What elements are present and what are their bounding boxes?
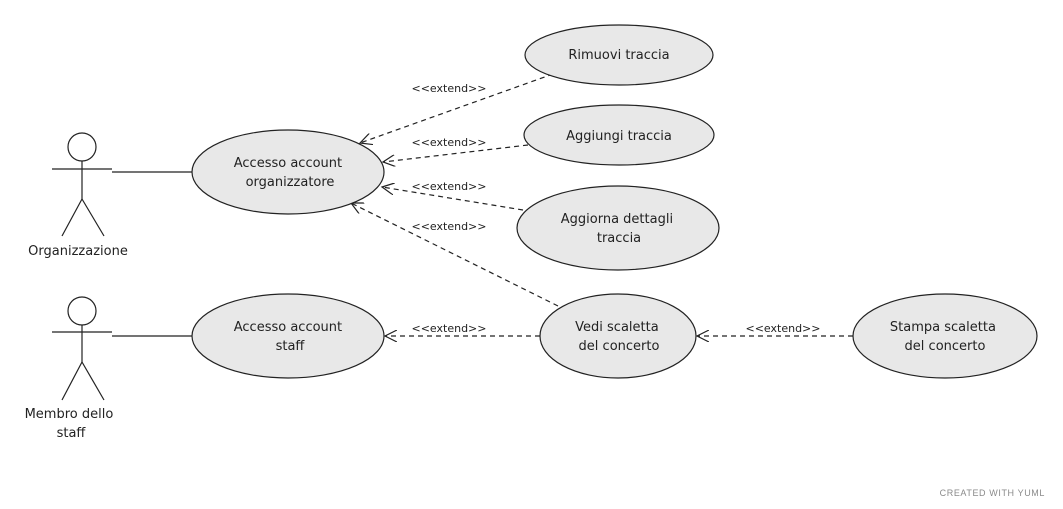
usecase-label-line: traccia bbox=[597, 231, 641, 246]
actor-organizzazione[interactable]: Organizzazione bbox=[28, 132, 128, 259]
extend-label: <<extend>> bbox=[412, 322, 487, 335]
actor-label-line: Membro dello bbox=[25, 407, 114, 422]
usecase-label: Stampa scaletta del concerto bbox=[890, 320, 1000, 354]
actor-label-staff: Membro dello staff bbox=[25, 407, 118, 441]
usecase-label: Rimuovi traccia bbox=[568, 48, 669, 63]
extend-label: <<extend>> bbox=[746, 322, 821, 335]
extend-label: <<extend>> bbox=[412, 82, 487, 95]
usecase-label: Vedi scaletta del concerto bbox=[575, 320, 663, 354]
stick-figure-icon bbox=[52, 296, 112, 401]
actor-membro-staff[interactable]: Membro dello staff bbox=[25, 296, 118, 441]
extend-line-vedi-organizzatore bbox=[351, 203, 559, 307]
usecase-label-line: del concerto bbox=[905, 339, 986, 354]
extend-line-rimuovi bbox=[360, 73, 554, 143]
usecase-label-line: Accesso account bbox=[234, 156, 342, 171]
actor-label-line: Organizzazione bbox=[28, 244, 128, 259]
usecase-label: Aggiorna dettagli traccia bbox=[561, 212, 677, 246]
usecase-label: Accesso account staff bbox=[234, 320, 347, 354]
usecase-label-line: Accesso account bbox=[234, 320, 342, 335]
usecase-accesso-organizzatore[interactable]: Accesso account organizzatore bbox=[191, 129, 385, 215]
extend-label: <<extend>> bbox=[412, 180, 487, 193]
extend-line-aggiorna bbox=[382, 187, 524, 211]
watermark: CREATED WITH YUML bbox=[939, 488, 1045, 498]
actor-label-line: staff bbox=[57, 426, 87, 441]
usecase-label-line: organizzatore bbox=[246, 175, 335, 190]
usecase-label-line: Aggiungi traccia bbox=[566, 129, 672, 144]
usecase-stampa-scaletta[interactable]: Stampa scaletta del concerto bbox=[852, 293, 1038, 379]
usecase-label-line: Aggiorna dettagli bbox=[561, 212, 673, 227]
extend-line-aggiungi bbox=[383, 144, 529, 162]
usecase-label-line: del concerto bbox=[579, 339, 660, 354]
usecase-rimuovi-traccia[interactable]: Rimuovi traccia bbox=[524, 24, 714, 86]
extend-label: <<extend>> bbox=[412, 220, 487, 233]
usecase-label-line: staff bbox=[276, 339, 306, 354]
stick-figure-icon bbox=[52, 132, 112, 237]
usecase-label-line: Stampa scaletta bbox=[890, 320, 996, 335]
actor-label-organizzazione: Organizzazione bbox=[28, 244, 128, 259]
usecase-vedi-scaletta[interactable]: Vedi scaletta del concerto bbox=[539, 293, 697, 379]
usecase-label-line: Rimuovi traccia bbox=[568, 48, 669, 63]
usecase-aggiorna-dettagli[interactable]: Aggiorna dettagli traccia bbox=[516, 185, 720, 271]
usecase-aggiungi-traccia[interactable]: Aggiungi traccia bbox=[523, 104, 715, 166]
usecase-label: Accesso account organizzatore bbox=[234, 156, 347, 190]
usecase-label: Aggiungi traccia bbox=[566, 129, 672, 144]
usecase-label-line: Vedi scaletta bbox=[575, 320, 659, 335]
usecase-accesso-staff[interactable]: Accesso account staff bbox=[191, 293, 385, 379]
extend-label: <<extend>> bbox=[412, 136, 487, 149]
